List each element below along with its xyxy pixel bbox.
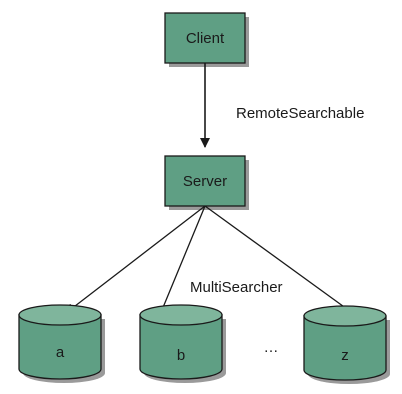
server-label: Server <box>183 173 227 190</box>
ellipsis-label: … <box>264 339 279 356</box>
server-node: Server <box>164 155 249 210</box>
remote-searchable-label: RemoteSearchable <box>236 105 364 122</box>
server-index-b-arrow <box>155 205 206 323</box>
index-z-label: z <box>341 347 349 364</box>
client-label: Client <box>186 30 225 47</box>
server-index-a-arrow <box>65 205 206 314</box>
index-a-cylinder: a <box>18 304 105 383</box>
multisearcher-label: MultiSearcher <box>190 279 283 296</box>
client-node: Client <box>164 12 249 67</box>
server-index-z-arrow <box>204 205 359 318</box>
index-b-label: b <box>177 347 185 364</box>
index-z-cylinder: z <box>303 305 390 384</box>
index-b-cylinder: b <box>139 304 226 383</box>
index-a-label: a <box>56 344 65 361</box>
